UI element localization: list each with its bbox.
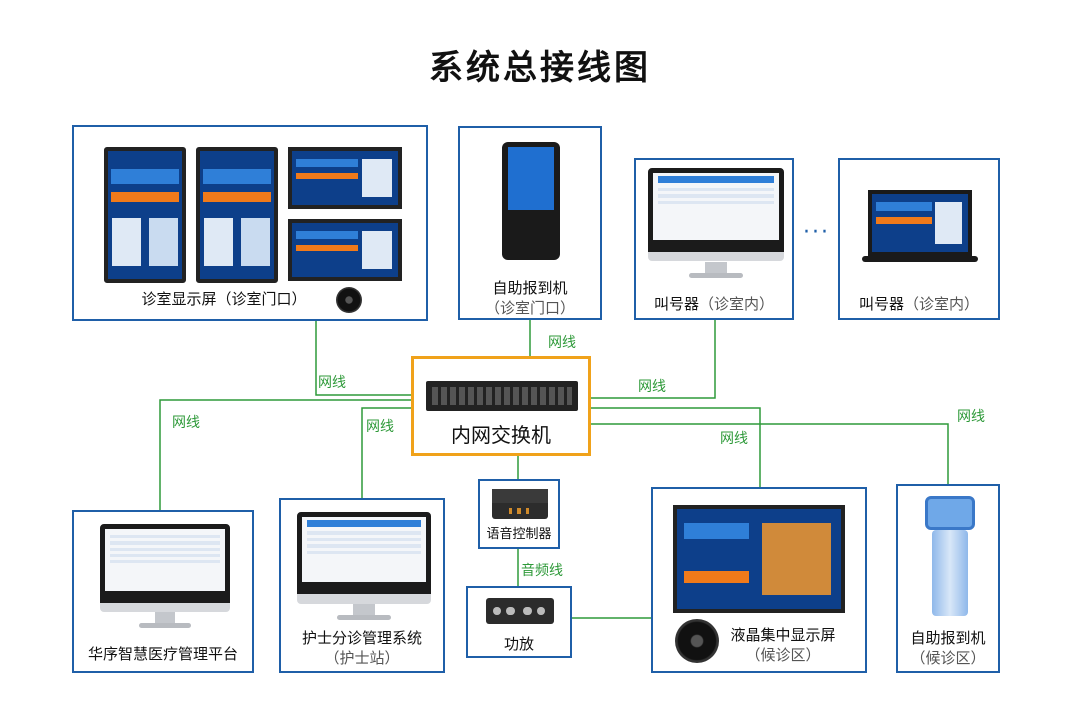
switch-box: 内网交换机 [411, 356, 591, 456]
wire-label-kiosk-room: 网线 [548, 335, 576, 351]
wire-label-audio: 音频线 [521, 563, 563, 579]
amp-label: 功放 [503, 635, 534, 653]
caller-tablet-label-sub: （诊室内） [904, 295, 980, 313]
platform-box: 华序智慧医疗管理平台 [72, 510, 254, 673]
caller-tablet-label: 叫号器（诊室内） [840, 294, 998, 314]
caller-monitor-label-main: 叫号器 [653, 295, 699, 313]
caller-tablet-device [868, 190, 972, 256]
room-display-screen-2 [196, 147, 278, 283]
tablet-stand [862, 256, 978, 262]
caller-monitor-device [648, 168, 784, 278]
wire-label-platform: 网线 [172, 415, 200, 431]
kiosk-room-label: 自助报到机 [492, 279, 568, 297]
nurse-box: 护士分诊管理系统 （护士站） [279, 498, 445, 673]
voice-controller-label: 语音控制器 [486, 527, 552, 542]
wire-kiosk-wait [590, 423, 949, 485]
wire-lcd [590, 407, 761, 488]
kiosk-room-sublabel: （诊室门口） [484, 299, 575, 317]
more-devices-ellipsis: ··· [803, 220, 830, 245]
speaker-icon [336, 287, 362, 313]
switch-device [426, 381, 578, 411]
wire-label-caller: 网线 [638, 379, 666, 395]
amp-device [486, 598, 554, 624]
wire-caller [590, 320, 716, 399]
wire-room-display [315, 320, 412, 396]
caller-tablet-box: 叫号器（诊室内） [838, 158, 1000, 320]
amp-box: 功放 [466, 586, 572, 658]
wire-label-lcd: 网线 [720, 431, 748, 447]
wire-label-nurse: 网线 [366, 419, 394, 435]
caller-monitor-box: 叫号器（诊室内） [634, 158, 794, 320]
room-display-screen-1 [104, 147, 186, 283]
wire-nurse [361, 407, 412, 500]
lcd-sublabel: （候诊区） [745, 646, 821, 664]
caller-monitor-label: 叫号器（诊室内） [636, 294, 792, 314]
kiosk-room-device [502, 142, 560, 260]
voice-controller-box: 语音控制器 [478, 479, 560, 549]
caller-monitor-label-sub: （诊室内） [699, 295, 775, 313]
platform-label: 华序智慧医疗管理平台 [87, 645, 238, 663]
lcd-box: 液晶集中显示屏 （候诊区） [651, 487, 867, 673]
nurse-sublabel: （护士站） [324, 649, 400, 667]
switch-label: 内网交换机 [451, 423, 551, 447]
speaker-icon [675, 619, 719, 663]
kiosk-wait-box: 自助报到机 （候诊区） [896, 484, 1000, 673]
kiosk-wait-label: 自助报到机 [910, 629, 986, 647]
diagram-title: 系统总接线图 [429, 48, 651, 88]
lcd-label: 液晶集中显示屏 [730, 626, 836, 644]
wire-label-kiosk-wait: 网线 [957, 409, 985, 425]
nurse-label: 护士分诊管理系统 [301, 629, 422, 647]
nurse-monitor [297, 512, 431, 620]
room-display-screen-4 [288, 219, 402, 281]
kiosk-room-box: 自助报到机 （诊室门口） [458, 126, 602, 320]
wire-platform [159, 399, 412, 512]
kiosk-wait-sublabel: （候诊区） [910, 649, 986, 667]
voice-controller-device [492, 489, 548, 519]
caller-tablet-label-main: 叫号器 [858, 295, 904, 313]
room-display-box: 诊室显示屏（诊室门口） [72, 125, 428, 321]
platform-monitor [100, 524, 230, 628]
lcd-device [673, 505, 845, 613]
room-display-label: 诊室显示屏（诊室门口） [141, 290, 307, 308]
room-display-screen-3 [288, 147, 402, 209]
kiosk-wait-device [922, 496, 978, 616]
wire-label-room-display: 网线 [318, 375, 346, 391]
